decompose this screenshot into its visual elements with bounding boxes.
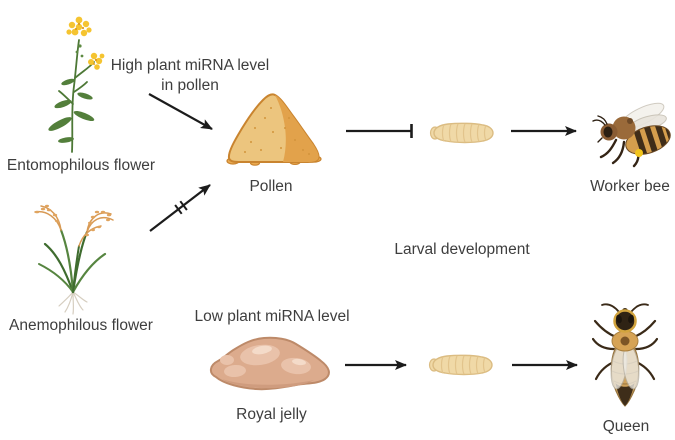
pollen-basket-dot (635, 149, 643, 157)
larva-top-icon (429, 122, 494, 144)
queen-label: Queen (602, 418, 650, 435)
royal-jelly-icon (210, 336, 330, 391)
anemophilous-flower-icon (34, 204, 114, 315)
arrow-high-mirna-to-pollen (148, 93, 213, 130)
worker-bee-label: Worker bee (590, 178, 670, 195)
low-mirna-annotation: Low plant miRNA level (194, 308, 350, 325)
entomophilous-flower-icon (48, 16, 105, 153)
inhibition-pollen-to-larva (346, 124, 413, 138)
royal-jelly-label: Royal jelly (236, 406, 307, 423)
entomophilous-flower-label: Entomophilous flower (6, 157, 156, 174)
high-mirna-line2: in pollen (161, 77, 219, 95)
blocked-arrow-anemophilous-to-pollen (149, 184, 211, 232)
high-mirna-annotation: High plant miRNA level in pollen (108, 56, 272, 97)
pollen-icon (226, 93, 322, 166)
larva-bottom-icon (428, 354, 493, 376)
pollen-label: Pollen (249, 178, 293, 195)
worker-bee-icon (592, 102, 674, 168)
larval-development-label: Larval development (394, 241, 530, 258)
anemophilous-flower-label: Anemophilous flower (9, 317, 153, 334)
queen-bee-icon (592, 303, 658, 407)
high-mirna-line1: High plant miRNA level (110, 57, 270, 74)
